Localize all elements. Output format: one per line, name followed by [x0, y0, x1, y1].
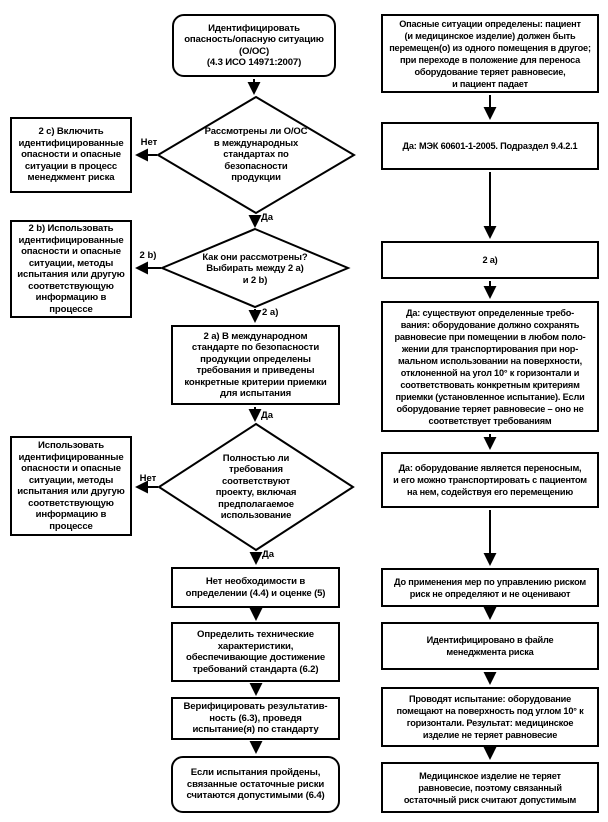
node-no-need-estimate: Нет необходимости в определении (4.4) и …	[171, 567, 340, 608]
node-2b-use-identified: 2 b) Использовать идентифицированные опа…	[10, 220, 132, 318]
node-iec-60601-reference: Да: МЭК 60601-1-2005. Подраздел 9.4.2.1	[381, 122, 599, 170]
node-equipment-portable: Да: оборудование является переносным, и …	[381, 452, 599, 508]
edge-label-2b: 2 b)	[139, 250, 157, 261]
node-residual-risks-acceptable: Если испытания пройдены, связанные остат…	[171, 756, 340, 813]
node-hazardous-situations-defined: Опасные ситуации определены: пациент (и …	[381, 14, 599, 93]
node-2c-include-in-risk-process: 2 c) Включить идентифицированные опаснос…	[10, 117, 132, 193]
node-identify-hazard: Идентифицировать опасность/опасную ситуа…	[172, 14, 336, 77]
node-2a-standard-requirements: 2 a) В международном стандарте по безопа…	[171, 325, 340, 405]
edge-label-no-2: Нет	[139, 473, 157, 484]
decision-considered-in-standards: Рассмотрены ли О/ОС в международных стан…	[204, 126, 308, 184]
decision-diamond-2	[159, 227, 351, 309]
decision-diamond-3	[157, 422, 355, 552]
node-verify-effectiveness: Верифицировать результатив- ность (6.3),…	[171, 697, 340, 740]
node-test-performed: Проводят испытание: оборудование помещаю…	[381, 687, 599, 747]
edge-label-no-1: Нет	[140, 137, 158, 148]
edge-label-yes-3: Да	[262, 549, 275, 560]
node-use-identified-hazards: Использовать идентифицированные опасност…	[10, 436, 132, 536]
decision-how-considered: Как они рассмотрены? Выбирать между 2 a)…	[202, 251, 308, 286]
node-define-characteristics: Определить технические характеристики, о…	[171, 622, 340, 682]
decision-diamond-1	[156, 95, 356, 215]
node-risk-not-estimated: До применения мер по управлению риском р…	[381, 568, 599, 607]
node-residual-risk-acceptable: Медицинское изделие не теряет равновесие…	[381, 762, 599, 813]
edge-label-yes-2: Да	[261, 410, 274, 421]
flow-arrows	[135, 79, 497, 760]
decision-requirements-match-design: Полностью ли требования соответствуют пр…	[215, 452, 297, 522]
node-requirements-exist: Да: существуют определенные требо- вания…	[381, 301, 599, 432]
node-2a-answer: 2 a)	[381, 241, 599, 279]
edge-label-yes-1: Да	[261, 212, 274, 223]
edge-label-2a: 2 a)	[262, 307, 279, 318]
node-identified-in-risk-file: Идентифицировано в файле менеджмента рис…	[381, 622, 599, 670]
